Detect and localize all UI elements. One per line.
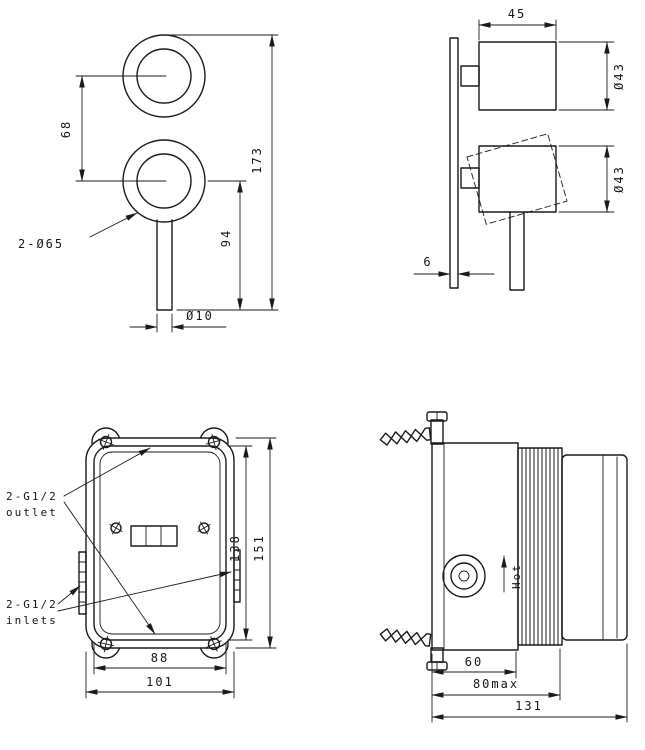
dim-label-knob-depth: 45 (508, 7, 526, 21)
dim-label-lower-height: 94 (219, 229, 233, 247)
outlet-label-line2: outlet (6, 506, 58, 519)
right-inlet-port (233, 549, 241, 603)
handle-front-dimensions: 68 173 94 2-Ø65 Ø10 (18, 34, 279, 333)
bottom-knob (478, 145, 557, 213)
inlet-label-line1: 2-G1/2 (6, 598, 58, 611)
valve-front-view: 2-G1/2 outlet 2-G1/2 inlets 138 151 88 1… (6, 427, 277, 699)
adjustable-rib-section (517, 447, 563, 646)
valve-front-callouts: 2-G1/2 outlet 2-G1/2 inlets (6, 447, 232, 635)
screw-bottom (426, 647, 448, 671)
body-screw (109, 521, 123, 535)
ear-screw (205, 433, 223, 451)
body-screw (197, 521, 211, 535)
valve-body-front (431, 442, 519, 651)
dim-label-center-distance: 68 (59, 120, 73, 138)
bottom-knob-hub (460, 167, 480, 189)
handle-side-dimensions: 45 Ø43 Ø43 6 (413, 7, 626, 277)
dim-label-total-height: 173 (250, 146, 264, 174)
wall-anchor-bottom (379, 628, 432, 647)
hot-label: Hot (510, 563, 523, 589)
side-port-button (442, 554, 486, 598)
ear-screw (206, 636, 222, 652)
bottom-knob-rotated-phantom (466, 133, 568, 225)
cartridge-window (130, 525, 178, 547)
dim-label-top-knob-diameter: Ø43 (612, 62, 626, 90)
handle-front-view: 68 173 94 2-Ø65 Ø10 (18, 34, 279, 333)
valve-front-outline (78, 427, 241, 659)
valve-front-dimensions: 138 151 88 101 (85, 437, 277, 699)
dim-label-inner-width: 88 (151, 651, 169, 665)
dim-label-front-depth: 60 (465, 655, 483, 669)
hot-indicator: Hot (501, 555, 523, 593)
valve-box-outer (85, 437, 235, 649)
dim-label-max-depth: 80max (473, 677, 519, 691)
dim-label-plate-thickness: 6 (423, 255, 432, 269)
dim-label-total-depth: 131 (515, 699, 543, 713)
handle-stem (156, 219, 173, 311)
inlet-label-line2: inlets (6, 614, 58, 627)
bottom-knob-lever (509, 211, 525, 291)
handle-side-outline (449, 37, 568, 291)
wall-anchor-top (379, 427, 432, 446)
dim-label-bottom-knob-diameter: Ø43 (612, 165, 626, 193)
wall-plate-edge (449, 37, 459, 289)
valve-box-inner-2 (99, 451, 221, 635)
handle-side-view: 45 Ø43 Ø43 6 (413, 7, 626, 291)
ear-screw (97, 635, 115, 653)
dim-label-knob-diameter: 2-Ø65 (18, 237, 64, 251)
dim-label-stem-diameter: Ø10 (186, 309, 214, 323)
top-knob-hub (460, 65, 480, 87)
dim-label-inner-height: 138 (228, 534, 242, 562)
top-knob (478, 41, 557, 111)
valve-side-dimensions: 60 80max 131 (431, 643, 628, 723)
left-inlet-port (78, 551, 87, 615)
dim-label-outer-height: 151 (252, 534, 266, 562)
valve-box-inner (93, 445, 227, 641)
outlet-label-line1: 2-G1/2 (6, 490, 58, 503)
valve-side-outline (431, 442, 628, 651)
valve-side-view: Hot 60 80max 131 (379, 411, 628, 723)
screw-top (426, 411, 448, 445)
valve-body-rear (561, 454, 628, 641)
dim-label-outer-width: 101 (146, 675, 174, 689)
ear-screw (98, 434, 114, 450)
